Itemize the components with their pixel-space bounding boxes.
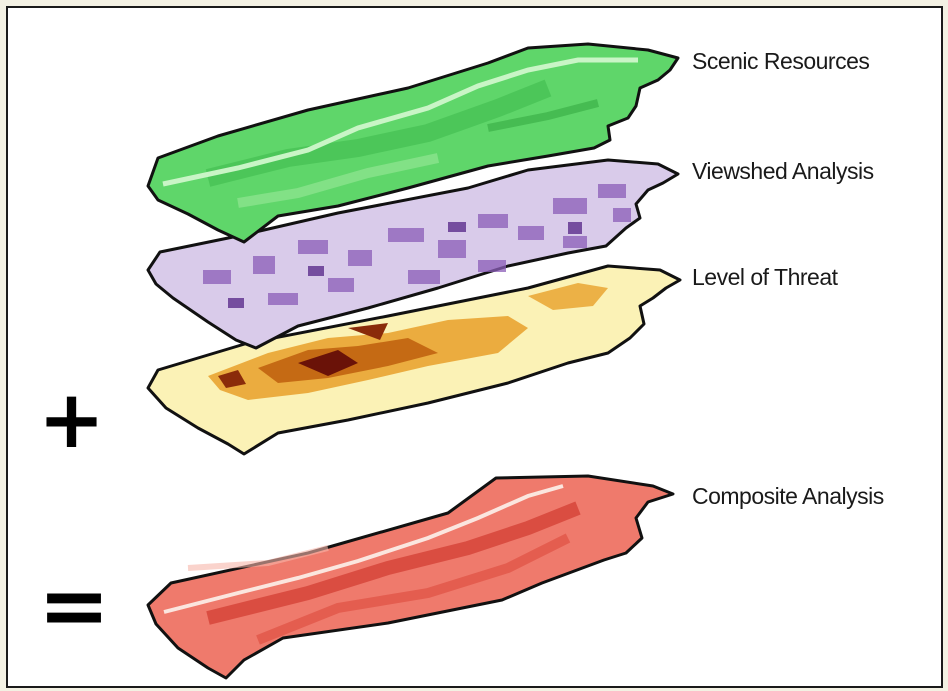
equals-operator: = [38,563,110,649]
label-composite-analysis: Composite Analysis [692,483,884,510]
label-scenic-resources: Scenic Resources [692,48,869,75]
layer-stack-illustration [8,8,941,686]
label-viewshed-analysis: Viewshed Analysis [692,158,874,185]
plus-operator: + [38,380,105,460]
composite-analysis-layer [148,476,673,678]
diagram-frame: Scenic Resources Viewshed Analysis Level… [6,6,943,688]
label-level-of-threat: Level of Threat [692,264,838,291]
